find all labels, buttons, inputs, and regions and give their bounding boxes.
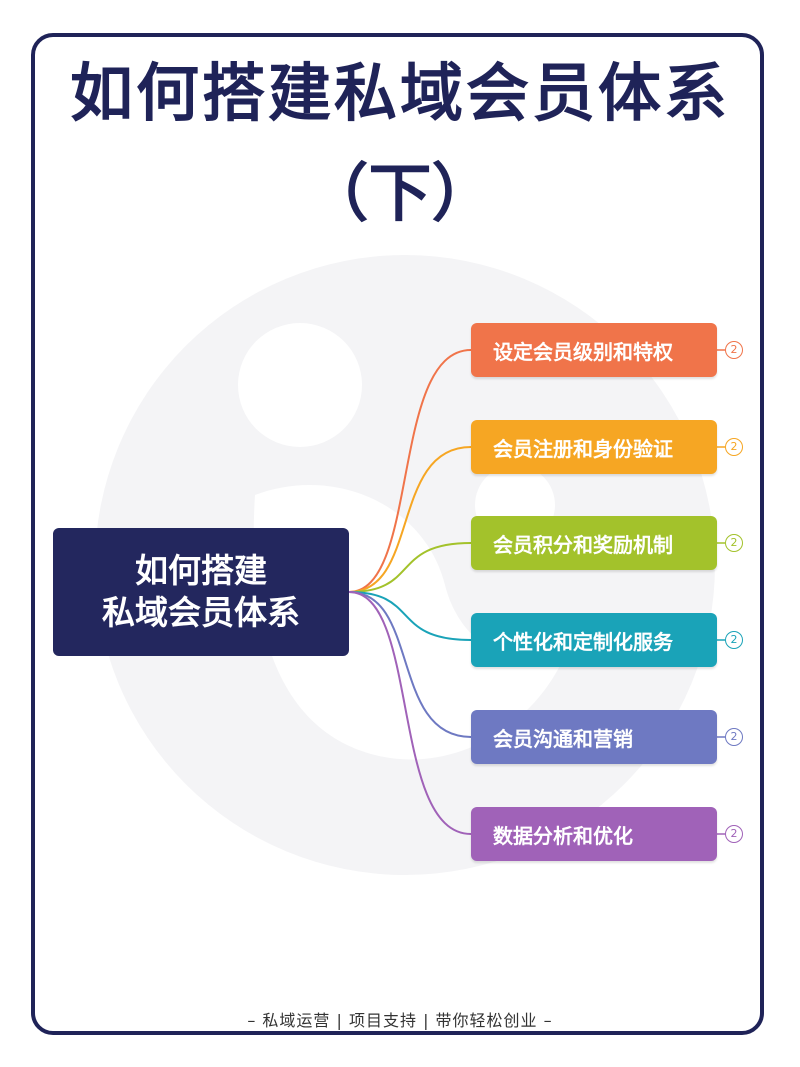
branch-label-1: 设定会员级别和特权 — [493, 339, 673, 364]
collapse-badge-1[interactable]: 2 — [725, 341, 743, 359]
collapse-badge-2[interactable]: 2 — [725, 438, 743, 456]
branch-node-6: 数据分析和优化 — [471, 807, 717, 861]
branch-node-4: 个性化和定制化服务 — [471, 613, 717, 667]
footer-tagline: – 私域运营 | 项目支持 | 带你轻松创业 – — [247, 1011, 553, 1030]
root-node-line2: 私域会员体系 — [102, 593, 300, 632]
branch-node-5: 会员沟通和营销 — [471, 710, 717, 764]
page-subtitle: （下） — [305, 157, 495, 230]
root-node-line1: 如何搭建 — [135, 551, 267, 590]
branch-node-1: 设定会员级别和特权 — [471, 323, 717, 377]
collapse-badge-3[interactable]: 2 — [725, 534, 743, 552]
branch-node-2: 会员注册和身份验证 — [471, 420, 717, 474]
collapse-badge-5[interactable]: 2 — [725, 728, 743, 746]
branch-label-2: 会员注册和身份验证 — [493, 436, 673, 461]
branch-label-3: 会员积分和奖励机制 — [493, 532, 673, 557]
branch-label-6: 数据分析和优化 — [493, 823, 633, 848]
collapse-badge-6[interactable]: 2 — [725, 825, 743, 843]
mindmap-root-node: 如何搭建 私域会员体系 — [53, 528, 349, 656]
collapse-badge-4[interactable]: 2 — [725, 631, 743, 649]
branch-label-4: 个性化和定制化服务 — [493, 629, 673, 654]
page-title: 如何搭建私域会员体系 — [70, 57, 730, 130]
branch-node-3: 会员积分和奖励机制 — [471, 516, 717, 570]
branch-label-5: 会员沟通和营销 — [493, 726, 633, 751]
